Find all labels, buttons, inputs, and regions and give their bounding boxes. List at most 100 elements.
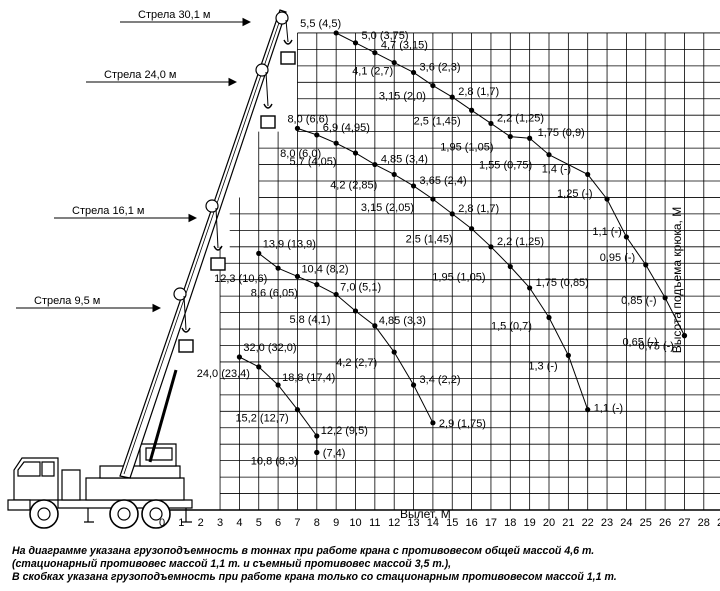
capacity-label: 3,15 (2,0) <box>379 91 426 103</box>
capacity-label: 1,1 (-) <box>592 226 621 238</box>
curve-line <box>297 127 589 410</box>
curve-point <box>352 150 359 156</box>
x-tick-label: 9 <box>333 517 339 529</box>
x-tick-label: 28 <box>698 517 710 529</box>
curve-point <box>314 449 320 456</box>
capacity-label: 4,85 (3,4) <box>381 154 428 166</box>
x-tick-label: 26 <box>659 517 671 529</box>
capacity-label: 32,0 (32,0) <box>243 342 296 354</box>
curve-point <box>256 364 262 370</box>
capacity-label: 7,0 (5,1) <box>340 282 381 294</box>
curve-point <box>585 407 591 413</box>
x-tick-label: 10 <box>349 517 361 529</box>
x-tick-label: 29 <box>717 517 720 529</box>
curve-point <box>681 333 688 339</box>
curve-point <box>430 196 436 202</box>
x-tick-label: 11 <box>369 517 380 529</box>
chart-grid <box>162 32 720 511</box>
x-tick-label: 13 <box>407 517 419 529</box>
hook-icon <box>283 39 293 45</box>
capacity-label: 5,0 (3,75) <box>362 30 409 42</box>
curve-point <box>585 171 591 178</box>
curve-point <box>662 295 668 301</box>
outrigger-front <box>84 508 94 523</box>
curve-1: 5,5 (4,5)5,0 (3,75)4,7 (3,15)4,1 (2,7)3,… <box>300 18 688 353</box>
curve-point <box>391 59 397 66</box>
curve-point <box>565 352 571 358</box>
curve-3: 13,9 (13,9)12,3 (10,6)10,4 (8,2)8,6 (6,0… <box>214 238 486 429</box>
capacity-label: 4,2 (2,85) <box>330 179 377 191</box>
capacity-label: 2,5 (1,45) <box>406 234 453 246</box>
x-tick-label: 4 <box>236 517 242 529</box>
capacity-label: 5,7 (4,05) <box>290 156 337 168</box>
curve-point <box>352 308 359 314</box>
capacity-label: 5,8 (4,1) <box>290 314 331 326</box>
curve-point <box>294 407 301 413</box>
capacity-label: 3,65 (2,4) <box>420 175 467 187</box>
wheel-hub <box>117 507 131 521</box>
curve-point <box>236 354 242 360</box>
y-axis-title: Высота подъема крюка, М <box>670 207 684 353</box>
x-tick-label: 7 <box>294 517 300 529</box>
capacity-label: 0,75 (-) <box>638 341 673 353</box>
hoist-rope <box>215 207 219 249</box>
capacity-label: 1,75 (0,9) <box>538 127 585 139</box>
boom-head-sheave <box>205 199 219 213</box>
curve-point <box>469 107 475 113</box>
capacity-label: 3,4 (2,2) <box>420 374 461 386</box>
load-block <box>280 51 296 65</box>
boom-length-label: Стрела 30,1 м <box>138 9 210 21</box>
capacity-label: 1,1 (-) <box>594 403 623 415</box>
x-tick-label: 3 <box>217 517 223 529</box>
x-tick-label: 21 <box>562 517 574 529</box>
capacity-curves: 5,5 (4,5)5,0 (3,75)4,7 (3,15)4,1 (2,7)3,… <box>197 18 688 467</box>
capacity-label: 0,95 (-) <box>600 252 635 264</box>
x-tick-label: 17 <box>485 517 497 529</box>
capacity-label: 1,4 (-) <box>542 163 571 175</box>
crane-truck-drawing <box>7 9 296 529</box>
x-tick-label: 6 <box>275 517 281 529</box>
hoist-rope <box>183 295 187 331</box>
curve-point <box>507 263 513 270</box>
curve-point <box>507 133 513 140</box>
crane-deck <box>85 477 185 501</box>
cab-window <box>41 461 55 477</box>
capacity-label: 8,0 (6,6) <box>287 113 328 125</box>
capacity-label: 1,55 (0,75) <box>479 160 532 172</box>
curve-line <box>239 356 318 453</box>
capacity-label: 1,75 (0,85) <box>536 277 589 289</box>
capacity-label: 15,2 (12,7) <box>235 413 288 425</box>
capacity-label: (7,4) <box>323 447 346 459</box>
curve-point <box>294 273 301 280</box>
curve-point <box>449 94 455 100</box>
capacity-label: 8,6 (6,05) <box>251 288 298 300</box>
curve-point <box>469 226 475 232</box>
x-tick-label: 18 <box>504 517 516 529</box>
load-block <box>178 339 194 353</box>
curve-point <box>314 132 320 138</box>
capacity-label: 8,0 (6,0) <box>280 148 321 160</box>
curve-point <box>275 265 281 271</box>
capacity-label: 4,7 (3,15) <box>381 40 428 52</box>
capacity-label: 2,5 (1,45) <box>414 115 461 127</box>
curve-point <box>488 120 494 127</box>
capacity-label: 10,8 (8,3) <box>251 455 298 467</box>
capacity-label: 0,65 (-) <box>622 337 657 349</box>
wheel-hub <box>37 507 51 521</box>
lift-cylinder <box>148 369 178 463</box>
x-axis-title: Вылет, М <box>400 507 451 521</box>
curve-point <box>623 234 630 240</box>
x-tick-label: 2 <box>198 517 204 529</box>
curve-point <box>527 285 533 291</box>
curve-point <box>643 262 649 268</box>
capacity-label: 12,3 (10,6) <box>214 273 267 285</box>
curve-point <box>294 125 301 131</box>
boom-length-label: Стрела 16,1 м <box>72 205 144 217</box>
boom-head-sheave <box>255 63 269 77</box>
x-tick-label: 24 <box>620 517 632 529</box>
x-tick-label: 22 <box>582 517 594 529</box>
capacity-label: 2,2 (1,25) <box>497 112 544 124</box>
hook-icon <box>263 103 273 109</box>
